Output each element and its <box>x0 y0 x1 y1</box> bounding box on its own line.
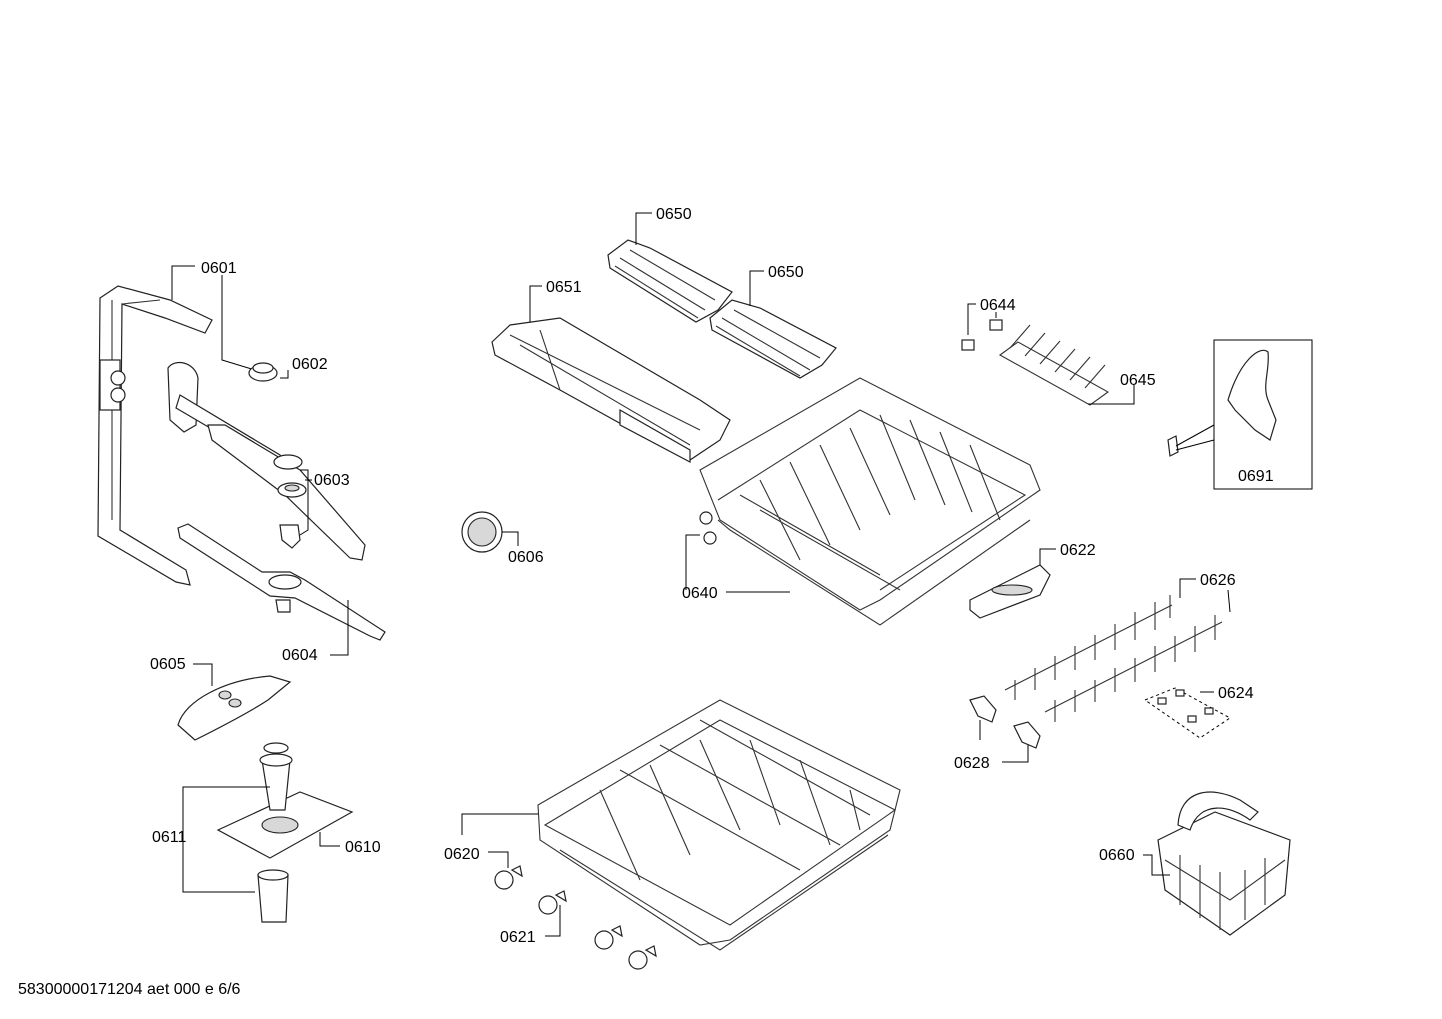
callout-0624: 0624 <box>1200 685 1254 702</box>
callout-0645: 0645 <box>1088 372 1156 405</box>
label-0606: 0606 <box>508 549 544 566</box>
supply-pipe-part <box>97 285 213 586</box>
filter-cover-part <box>177 675 292 741</box>
label-0605: 0605 <box>150 656 186 673</box>
cutlery-basket-part <box>1157 791 1291 936</box>
label-0604: 0604 <box>282 647 318 664</box>
label-0622: 0622 <box>1060 542 1096 559</box>
label-0624: 0624 <box>1218 685 1254 702</box>
label-0650-b: 0650 <box>768 264 804 281</box>
cup-rack-part <box>998 324 1110 406</box>
label-0651: 0651 <box>546 279 582 296</box>
wheels-part <box>494 865 657 970</box>
document-reference: 58300000171204 aet 000 e 6/6 <box>18 981 241 998</box>
label-0611: 0611 <box>152 829 187 846</box>
callout-0640: 0640 <box>682 534 790 602</box>
callout-0605: 0605 <box>150 656 213 686</box>
folding-tines-part <box>1004 595 1223 722</box>
clip-tray-part-1 <box>607 239 733 323</box>
label-0650-a: 0650 <box>656 206 692 223</box>
rack-clips-part <box>961 319 1003 351</box>
label-0644: 0644 <box>980 297 1016 314</box>
filter-part <box>216 742 354 923</box>
callout-0622: 0622 <box>1039 542 1096 565</box>
callout-0628: 0628 <box>954 720 1029 772</box>
callout-0601: 0601 <box>171 260 256 371</box>
label-0640: 0640 <box>682 585 718 602</box>
lower-basket-part <box>537 699 901 951</box>
label-0628: 0628 <box>954 755 990 772</box>
callout-0650-b: 0650 <box>749 264 804 306</box>
label-0621: 0621 <box>500 929 536 946</box>
disc-part <box>461 511 503 553</box>
callout-0620: 0620 <box>444 813 538 868</box>
clip-tray-part-2 <box>709 299 837 379</box>
lower-spray-arm-part <box>177 523 386 641</box>
cutlery-tray-part <box>491 317 731 463</box>
upper-basket-part <box>699 377 1041 626</box>
callout-0651: 0651 <box>529 279 582 322</box>
callout-0660: 0660 <box>1099 847 1170 876</box>
hinge-clips-part <box>969 695 1041 749</box>
label-0603: 0603 <box>314 472 350 489</box>
label-0610: 0610 <box>345 839 381 856</box>
detail-box-0691: 0691 <box>1167 339 1313 490</box>
callout-0621: 0621 <box>500 905 561 946</box>
callout-0602: 0602 <box>280 356 328 379</box>
clip-set-part <box>1143 687 1231 739</box>
callout-0604: 0604 <box>282 600 349 664</box>
callout-0644: 0644 <box>967 297 1016 335</box>
label-0691: 0691 <box>1238 468 1274 485</box>
label-0660: 0660 <box>1099 847 1135 864</box>
callout-0606: 0606 <box>502 531 544 566</box>
callout-0603: 0603 <box>299 469 350 536</box>
label-0626: 0626 <box>1200 572 1236 589</box>
callout-0626: 0626 <box>1179 572 1236 613</box>
handle-part <box>969 564 1051 619</box>
upper-spray-arm-part <box>167 361 366 561</box>
label-0602: 0602 <box>292 356 328 373</box>
label-0620: 0620 <box>444 846 480 863</box>
callout-0610-0611: 0610 0611 <box>152 786 381 893</box>
label-0645: 0645 <box>1120 372 1156 389</box>
callout-0650-a: 0650 <box>635 206 692 245</box>
nut-part <box>248 362 278 382</box>
label-0601: 0601 <box>201 260 237 277</box>
